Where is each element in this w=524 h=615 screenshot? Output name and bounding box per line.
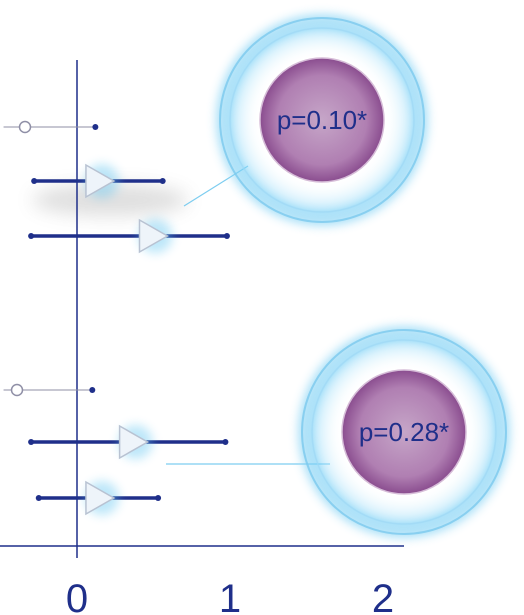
point-estimate-marker: [85, 163, 116, 199]
x-tick-label: 1: [219, 577, 241, 615]
interval-cap: [155, 495, 162, 501]
interval-cap: [28, 439, 35, 445]
x-tick-label: 2: [372, 577, 394, 615]
drop-shadow: [32, 184, 188, 216]
interval-cap: [159, 178, 166, 184]
annotation-outer-ring: [219, 17, 425, 223]
annotation-glow-ring: [298, 326, 510, 538]
interval-cap: [31, 178, 38, 184]
reference-circle-marker: [10, 383, 24, 397]
annotation-bubble: [341, 369, 467, 495]
point-estimate-marker: [85, 480, 116, 516]
annotation-inner-ring: [311, 339, 497, 525]
reference-circle-marker: [18, 120, 32, 134]
interval-cap: [222, 439, 229, 445]
annotation-bubble: [259, 57, 385, 183]
annotation-outer-ring: [301, 329, 507, 535]
interval-cap: [223, 233, 230, 239]
reference-endpoint-dot: [89, 387, 96, 393]
interval-cap: [28, 233, 35, 239]
x-tick-label: 0: [66, 577, 88, 615]
point-estimate-marker: [118, 424, 150, 460]
annotation-glow-ring: [216, 14, 428, 226]
interval-cap: [35, 495, 42, 501]
annotation-inner-ring: [229, 27, 415, 213]
annotation-label: p=0.28*: [359, 417, 449, 447]
annotation-label: p=0.10*: [277, 105, 367, 135]
reference-endpoint-dot: [92, 124, 99, 130]
point-estimate-marker: [138, 218, 170, 254]
